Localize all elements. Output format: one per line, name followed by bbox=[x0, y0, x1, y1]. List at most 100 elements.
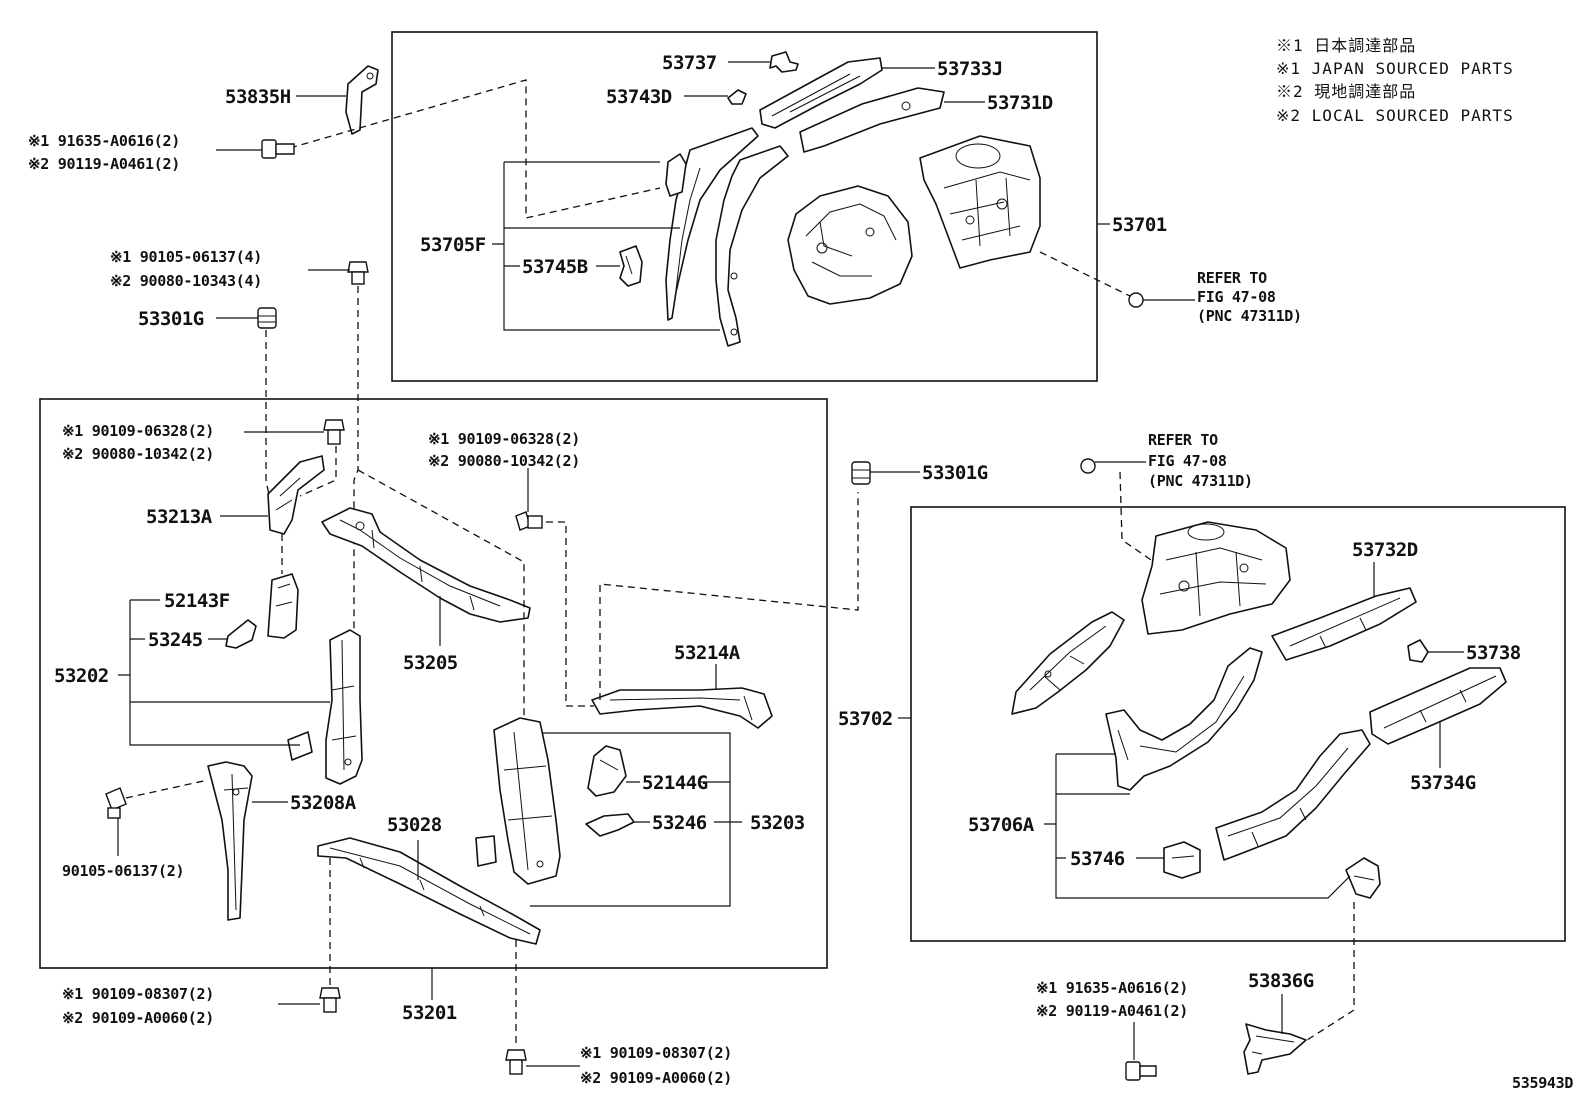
part-53734G: 53734G bbox=[1369, 667, 1507, 794]
svg-text:52144G: 52144G bbox=[642, 772, 708, 794]
svg-text:53705F: 53705F bbox=[420, 234, 486, 256]
svg-text:53301G: 53301G bbox=[138, 308, 204, 330]
refer-to-fig-2: REFER TO FIG 47-08 (PNC 47311D) bbox=[1080, 431, 1253, 567]
part-53706A-apron bbox=[1105, 647, 1371, 861]
part-53301G-left: 53301G bbox=[138, 307, 277, 330]
svg-text:53733J: 53733J bbox=[937, 58, 1003, 80]
svg-text:53245: 53245 bbox=[148, 629, 203, 651]
legend-line: ※2 LOCAL SOURCED PARTS bbox=[1276, 106, 1514, 125]
part-53733J: 53733J bbox=[759, 57, 1003, 129]
svg-text:52143F: 52143F bbox=[164, 590, 230, 612]
svg-text:※2 90109-A0060(2): ※2 90109-A0060(2) bbox=[62, 1009, 214, 1027]
svg-text:FIG 47-08: FIG 47-08 bbox=[1197, 288, 1276, 306]
part-53835H: 53835H bbox=[225, 65, 379, 135]
part-53745B bbox=[619, 245, 643, 287]
part-53214A: 53214A bbox=[591, 642, 773, 729]
svg-text:53731D: 53731D bbox=[987, 92, 1053, 114]
bolt-90109-06328-left: ※1 90109-06328(2) ※2 90080-10342(2) bbox=[62, 419, 345, 463]
svg-text:53738: 53738 bbox=[1466, 642, 1521, 664]
part-52143F bbox=[267, 573, 299, 639]
svg-text:FIG 47-08: FIG 47-08 bbox=[1148, 452, 1227, 470]
part-small-bracket bbox=[665, 153, 687, 197]
illustration-id: 535943D bbox=[1512, 1074, 1573, 1092]
legend-line: ※1 日本調達部品 bbox=[1276, 36, 1416, 55]
part-53702-tower bbox=[1141, 521, 1291, 635]
part-53701-tower bbox=[919, 135, 1041, 269]
group-frame-53201 bbox=[39, 398, 828, 969]
svg-text:※1 90105-06137(4): ※1 90105-06137(4) bbox=[110, 248, 262, 266]
part-53202 bbox=[287, 629, 363, 785]
part-53203-pillar bbox=[475, 717, 561, 885]
svg-text:REFER TO: REFER TO bbox=[1197, 269, 1267, 287]
svg-text:53835H: 53835H bbox=[225, 86, 291, 108]
part-53836G: 53836G bbox=[1243, 970, 1314, 1075]
bolt-90109-08307-bottom: ※1 90109-08307(2) ※2 90109-A0060(2) bbox=[505, 1044, 732, 1087]
svg-text:※2 90119-A0461(2): ※2 90119-A0461(2) bbox=[28, 155, 180, 173]
svg-text:53202: 53202 bbox=[54, 665, 109, 687]
part-52144G bbox=[587, 745, 627, 797]
svg-text:53743D: 53743D bbox=[606, 86, 672, 108]
svg-text:53205: 53205 bbox=[403, 652, 458, 674]
svg-text:53028: 53028 bbox=[387, 814, 442, 836]
svg-text:53746: 53746 bbox=[1070, 848, 1125, 870]
svg-text:(PNC 47311D): (PNC 47311D) bbox=[1197, 307, 1302, 325]
svg-text:※2 90080-10342(2): ※2 90080-10342(2) bbox=[428, 452, 580, 470]
legend-line: ※2 現地調達部品 bbox=[1276, 82, 1416, 101]
svg-text:53702: 53702 bbox=[838, 708, 893, 730]
part-53213A: 53213A bbox=[146, 455, 325, 535]
svg-text:53246: 53246 bbox=[652, 812, 707, 834]
bolt-90105-06137-left: 90105-06137(2) bbox=[62, 787, 185, 880]
svg-text:53734G: 53734G bbox=[1410, 772, 1476, 794]
svg-text:53701: 53701 bbox=[1112, 214, 1167, 236]
svg-text:REFER TO: REFER TO bbox=[1148, 431, 1218, 449]
part-53705F-apron bbox=[665, 127, 789, 347]
group-frame-53702 bbox=[910, 506, 1566, 942]
bolt-91635-A0616-right: ※1 91635-A0616(2) ※2 90119-A0461(2) bbox=[1036, 979, 1188, 1081]
svg-text:53213A: 53213A bbox=[146, 506, 213, 528]
legend: ※1 日本調達部品 ※1 JAPAN SOURCED PARTS ※2 現地調達… bbox=[1276, 36, 1514, 125]
svg-text:90105-06137(2): 90105-06137(2) bbox=[62, 862, 184, 880]
part-53731D: 53731D bbox=[799, 87, 1053, 153]
svg-text:53737: 53737 bbox=[662, 52, 717, 74]
group-frame-53701 bbox=[391, 31, 1098, 382]
part-53246 bbox=[585, 813, 635, 837]
svg-text:※2 90080-10343(4): ※2 90080-10343(4) bbox=[110, 272, 262, 290]
bolt-90109-08307-left: ※1 90109-08307(2) ※2 90109-A0060(2) bbox=[62, 985, 341, 1027]
part-53743D: 53743D bbox=[606, 86, 747, 108]
svg-text:※1 90109-06328(2): ※1 90109-06328(2) bbox=[428, 430, 580, 448]
part-53732D: 53732D bbox=[1271, 539, 1418, 661]
svg-text:53201: 53201 bbox=[402, 1002, 457, 1024]
svg-text:53706A: 53706A bbox=[968, 814, 1035, 836]
part-53836G-bracket bbox=[1345, 857, 1381, 899]
part-53245 bbox=[225, 619, 257, 649]
part-53301G-right: 53301G bbox=[851, 461, 988, 485]
svg-text:※1 91635-A0616(2): ※1 91635-A0616(2) bbox=[28, 132, 180, 150]
svg-text:(PNC 47311D): (PNC 47311D) bbox=[1148, 472, 1253, 490]
part-wheelhouse-right bbox=[1011, 611, 1125, 715]
part-53738: 53738 bbox=[1407, 639, 1521, 664]
legend-line: ※1 JAPAN SOURCED PARTS bbox=[1276, 59, 1514, 78]
svg-text:※1 90109-08307(2): ※1 90109-08307(2) bbox=[62, 985, 214, 1003]
part-53737: 53737 bbox=[662, 51, 799, 74]
svg-text:53745B: 53745B bbox=[522, 256, 588, 278]
svg-text:53732D: 53732D bbox=[1352, 539, 1418, 561]
svg-text:53836G: 53836G bbox=[1248, 970, 1314, 992]
svg-text:53208A: 53208A bbox=[290, 792, 357, 814]
svg-text:53214A: 53214A bbox=[674, 642, 741, 664]
part-53205: 53205 bbox=[321, 507, 531, 674]
svg-text:53301G: 53301G bbox=[922, 462, 988, 484]
svg-text:※1 91635-A0616(2): ※1 91635-A0616(2) bbox=[1036, 979, 1188, 997]
refer-to-fig-1: REFER TO FIG 47-08 (PNC 47311D) bbox=[1039, 251, 1302, 325]
svg-text:※2 90080-10342(2): ※2 90080-10342(2) bbox=[62, 445, 214, 463]
svg-text:※2 90109-A0060(2): ※2 90109-A0060(2) bbox=[580, 1069, 732, 1087]
svg-text:※1 90109-08307(2): ※1 90109-08307(2) bbox=[580, 1044, 732, 1062]
part-53208A: 53208A bbox=[207, 761, 357, 921]
bolt-91635-A0616: ※1 91635-A0616(2) ※2 90119-A0461(2) bbox=[28, 132, 295, 173]
svg-text:※1 90109-06328(2): ※1 90109-06328(2) bbox=[62, 422, 214, 440]
part-53746 bbox=[1163, 841, 1201, 879]
part-wheelhouse-inner bbox=[787, 185, 913, 305]
part-53028: 53028 bbox=[317, 814, 541, 945]
bolt-90109-06328-mid: ※1 90109-06328(2) ※2 90080-10342(2) bbox=[428, 430, 580, 531]
svg-text:※2 90119-A0461(2): ※2 90119-A0461(2) bbox=[1036, 1002, 1188, 1020]
